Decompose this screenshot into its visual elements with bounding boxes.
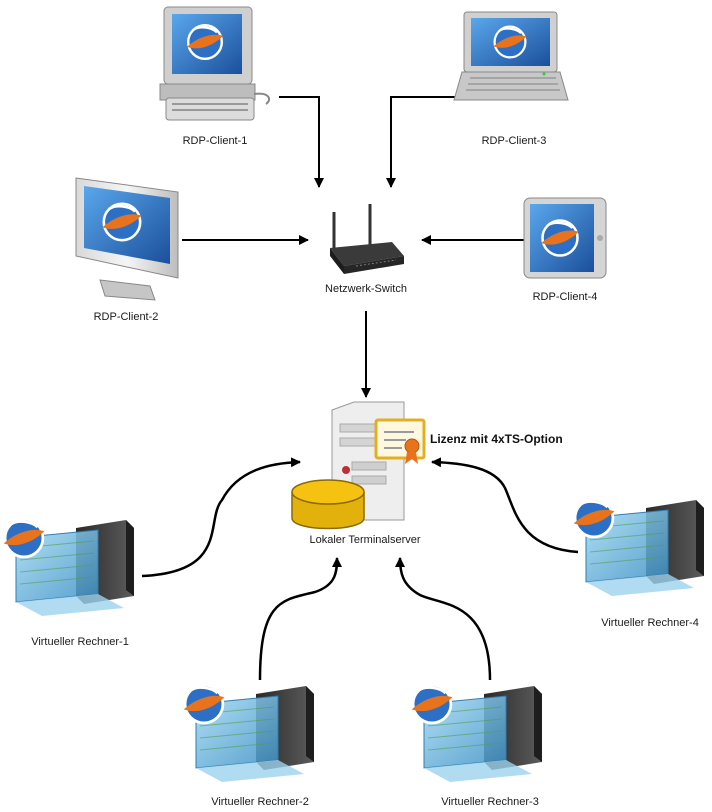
label-vm-3: Virtueller Rechner-3 (441, 796, 539, 808)
label-vm-2: Virtueller Rechner-2 (211, 796, 309, 808)
imac-monitor-icon (75, 177, 179, 301)
virtual-machine-icon (574, 499, 704, 596)
label-rdp-client-2: RDP-Client-2 (93, 311, 159, 323)
virtual-machine-icon (184, 685, 314, 782)
edge-vm3-server (395, 557, 492, 681)
edge-client1-switch (279, 96, 324, 188)
wireless-router-icon (330, 204, 404, 274)
label-vm-4: Virtueller Rechner-4 (601, 617, 699, 629)
label-vm-1: Virtueller Rechner-1 (31, 636, 129, 648)
edge-vm4-server (431, 457, 579, 554)
database-cylinder-icon (291, 479, 365, 530)
label-rdp-client-1: RDP-Client-1 (182, 135, 248, 147)
label-terminalserver: Lokaler Terminalserver (309, 534, 421, 546)
virtual-machine-icon (4, 519, 134, 616)
tablet-icon (523, 197, 607, 279)
label-license: Lizenz mit 4xTS-Option (430, 432, 563, 446)
label-netzwerk-switch: Netzwerk-Switch (325, 283, 407, 295)
edge-vm1-server (141, 457, 301, 578)
edge-client3-switch (386, 96, 457, 188)
laptop-icon (453, 11, 569, 101)
virtual-machine-icon (412, 685, 542, 782)
label-rdp-client-3: RDP-Client-3 (481, 135, 547, 147)
certificate-icon (374, 418, 426, 464)
edge-vm2-server (258, 557, 342, 681)
desktop-pc-icon (159, 6, 271, 121)
label-rdp-client-4: RDP-Client-4 (532, 291, 598, 303)
